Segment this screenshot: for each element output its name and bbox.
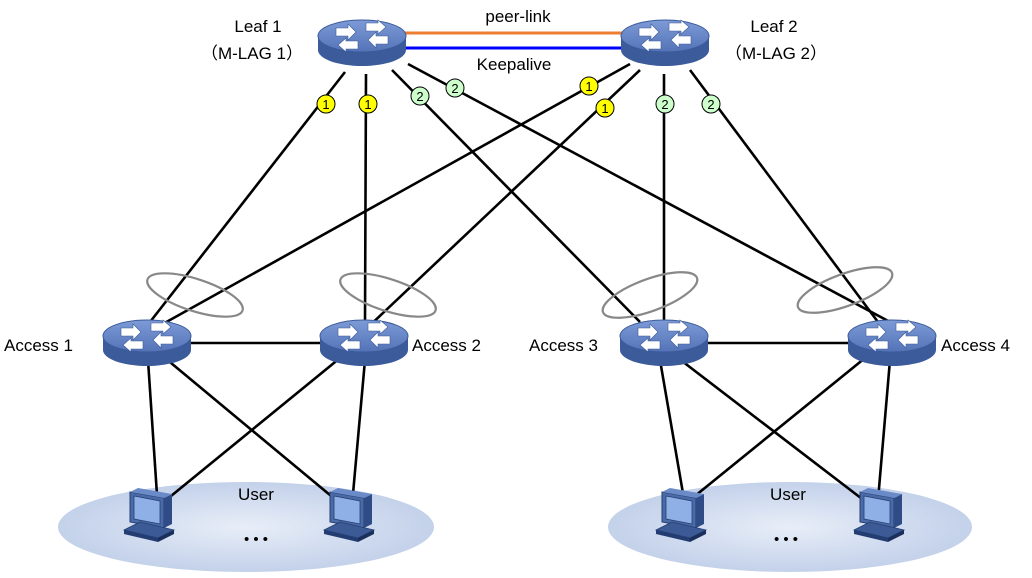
user-pc-3 xyxy=(655,487,707,543)
pc-icon xyxy=(853,487,905,543)
link-access1-pc1 xyxy=(146,359,160,511)
aggregation-rings xyxy=(146,266,894,319)
switch-icon xyxy=(319,319,409,367)
leaf1-name: Leaf 1 xyxy=(234,17,281,36)
badge-group1: 1 xyxy=(316,94,336,114)
aggregation-ring-access3 xyxy=(601,271,699,319)
badge-group1: 1 xyxy=(595,98,615,118)
link-leaf2-access1 xyxy=(151,62,631,332)
link-leaf1-access4 xyxy=(407,62,891,324)
user-pc-2 xyxy=(323,487,375,543)
access3-label: Access 3 xyxy=(529,336,598,355)
pc-icon xyxy=(323,487,375,543)
uplinks xyxy=(148,62,891,332)
leaf2-switch xyxy=(620,19,710,67)
user-group-left-ellipsis: • • • xyxy=(244,531,268,548)
switch-icon xyxy=(102,319,192,367)
leaf1-switch xyxy=(317,19,407,67)
access1-switch xyxy=(102,319,192,367)
link-leaf1-access2 xyxy=(363,73,368,323)
aggregation-ring-access2 xyxy=(339,272,437,318)
pc-icon xyxy=(123,487,175,543)
switch-icon xyxy=(317,19,407,67)
badge-label: 1 xyxy=(322,97,329,112)
leaf2-role-label: （M-LAG 2） xyxy=(725,44,827,63)
link-access4-pc3 xyxy=(689,356,866,502)
link-access4-pc4 xyxy=(876,359,892,501)
link-access3-pc3 xyxy=(658,359,687,506)
user-group-right-ellipsis: • • • xyxy=(774,531,798,548)
badge-label: 2 xyxy=(661,97,668,112)
badge-group1: 1 xyxy=(579,76,599,96)
access2-switch xyxy=(319,319,409,367)
badge-label: 2 xyxy=(707,97,714,112)
badge-label: 1 xyxy=(585,79,592,94)
user-pc-4 xyxy=(853,487,905,543)
keepalive-label: Keepalive xyxy=(477,55,552,74)
link-access1-pc2 xyxy=(164,356,349,512)
aggregation-ring-access1 xyxy=(146,272,244,318)
leaf2-name: Leaf 2 xyxy=(750,17,797,36)
link-leaf1-access1 xyxy=(148,71,347,323)
link-leaf2-access4 xyxy=(688,69,880,323)
access4-label: Access 4 xyxy=(941,336,1010,355)
pc-icon xyxy=(655,487,707,543)
badge-label: 1 xyxy=(364,97,371,112)
badge-label: 1 xyxy=(601,101,608,116)
badge-group2: 2 xyxy=(445,78,465,98)
switch-icon xyxy=(619,319,709,367)
access1-label: Access 1 xyxy=(4,336,73,355)
downlinks xyxy=(146,356,892,512)
user-pc-1 xyxy=(123,487,175,543)
group-badges: 1 1 2 2 1 1 2 2 xyxy=(316,76,721,118)
badge-group1: 1 xyxy=(358,94,378,114)
user-group-left-label: User xyxy=(238,485,274,504)
access4-switch xyxy=(847,319,937,367)
switch-icon xyxy=(847,319,937,367)
badge-label: 2 xyxy=(451,81,458,96)
access2-label: Access 2 xyxy=(412,336,481,355)
peer-link-label: peer-link xyxy=(485,7,551,26)
user-group-right-label: User xyxy=(770,485,806,504)
badge-group2: 2 xyxy=(701,94,721,114)
link-access2-pc2 xyxy=(350,359,367,506)
leaf1-role-label: （M-LAG 1） xyxy=(201,44,303,63)
badge-group2: 2 xyxy=(655,94,675,114)
badge-label: 2 xyxy=(416,89,423,104)
link-access2-pc1 xyxy=(159,356,341,507)
switch-icon xyxy=(620,19,710,67)
access3-switch xyxy=(619,319,709,367)
aggregation-ring-access4 xyxy=(796,266,894,314)
link-leaf1-access3 xyxy=(391,69,641,323)
badge-group2: 2 xyxy=(410,86,430,106)
